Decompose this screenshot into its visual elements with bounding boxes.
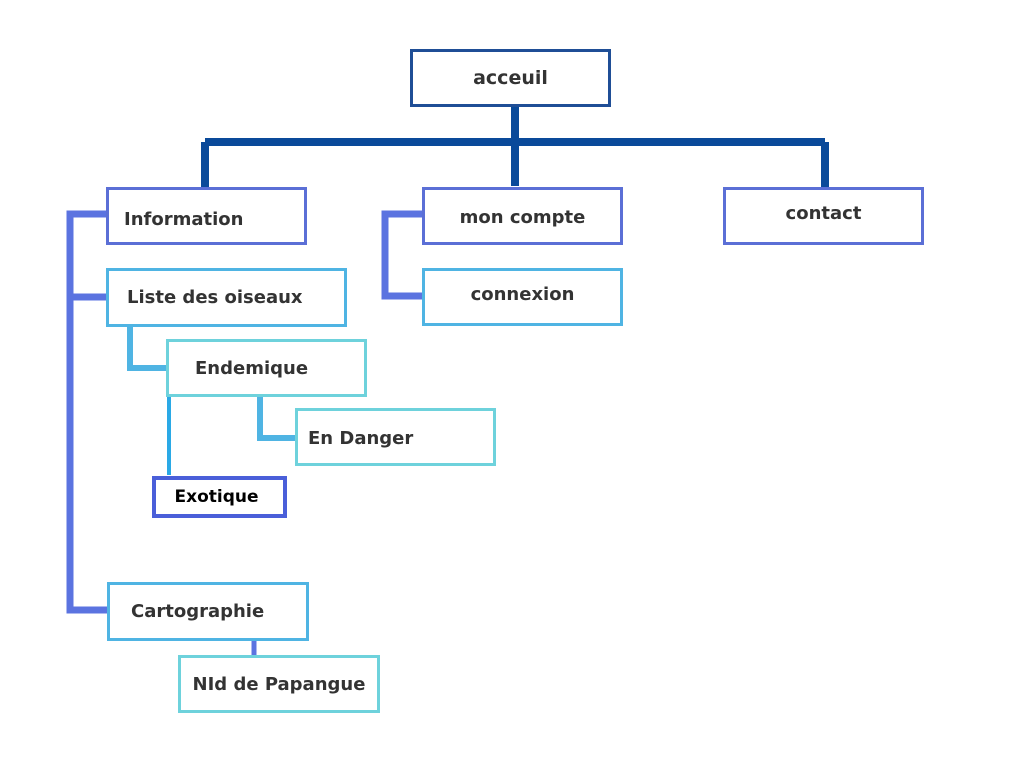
node-endemique[interactable]: Endemique [166,339,367,397]
node-connexion-label: connexion [470,284,575,305]
node-en-danger[interactable]: En Danger [295,408,496,466]
node-connexion[interactable]: connexion [422,268,623,326]
node-cartographie-label: Cartographie [131,601,265,622]
node-mon-compte-label: mon compte [459,206,586,228]
node-endemique-label: Endemique [195,357,309,379]
node-en-danger-label: En Danger [308,427,414,449]
node-exotique-label: Exotique [174,487,259,507]
node-acceuil-label: acceuil [473,67,548,89]
node-information-label: Information [124,208,244,230]
node-liste-des-oiseaux[interactable]: Liste des oiseaux [106,268,347,327]
node-cartographie[interactable]: Cartographie [107,582,309,641]
node-acceuil[interactable]: acceuil [410,49,611,107]
connector-compte-branch [381,210,424,300]
connector-root-tree [201,105,829,187]
node-mon-compte[interactable]: mon compte [422,187,623,245]
node-nid-de-papangue[interactable]: NId de Papangue [178,655,380,713]
node-liste-des-oiseaux-label: Liste des oiseaux [127,287,303,308]
connector-endemique-danger [257,396,296,441]
node-contact[interactable]: contact [723,187,924,245]
node-information[interactable]: Information [106,187,307,245]
connector-information-branch [66,210,109,614]
node-nid-de-papangue-label: NId de Papangue [192,673,366,695]
connector-liste-endemique [127,325,167,371]
node-exotique[interactable]: Exotique [152,476,287,518]
node-contact-label: contact [785,202,862,224]
